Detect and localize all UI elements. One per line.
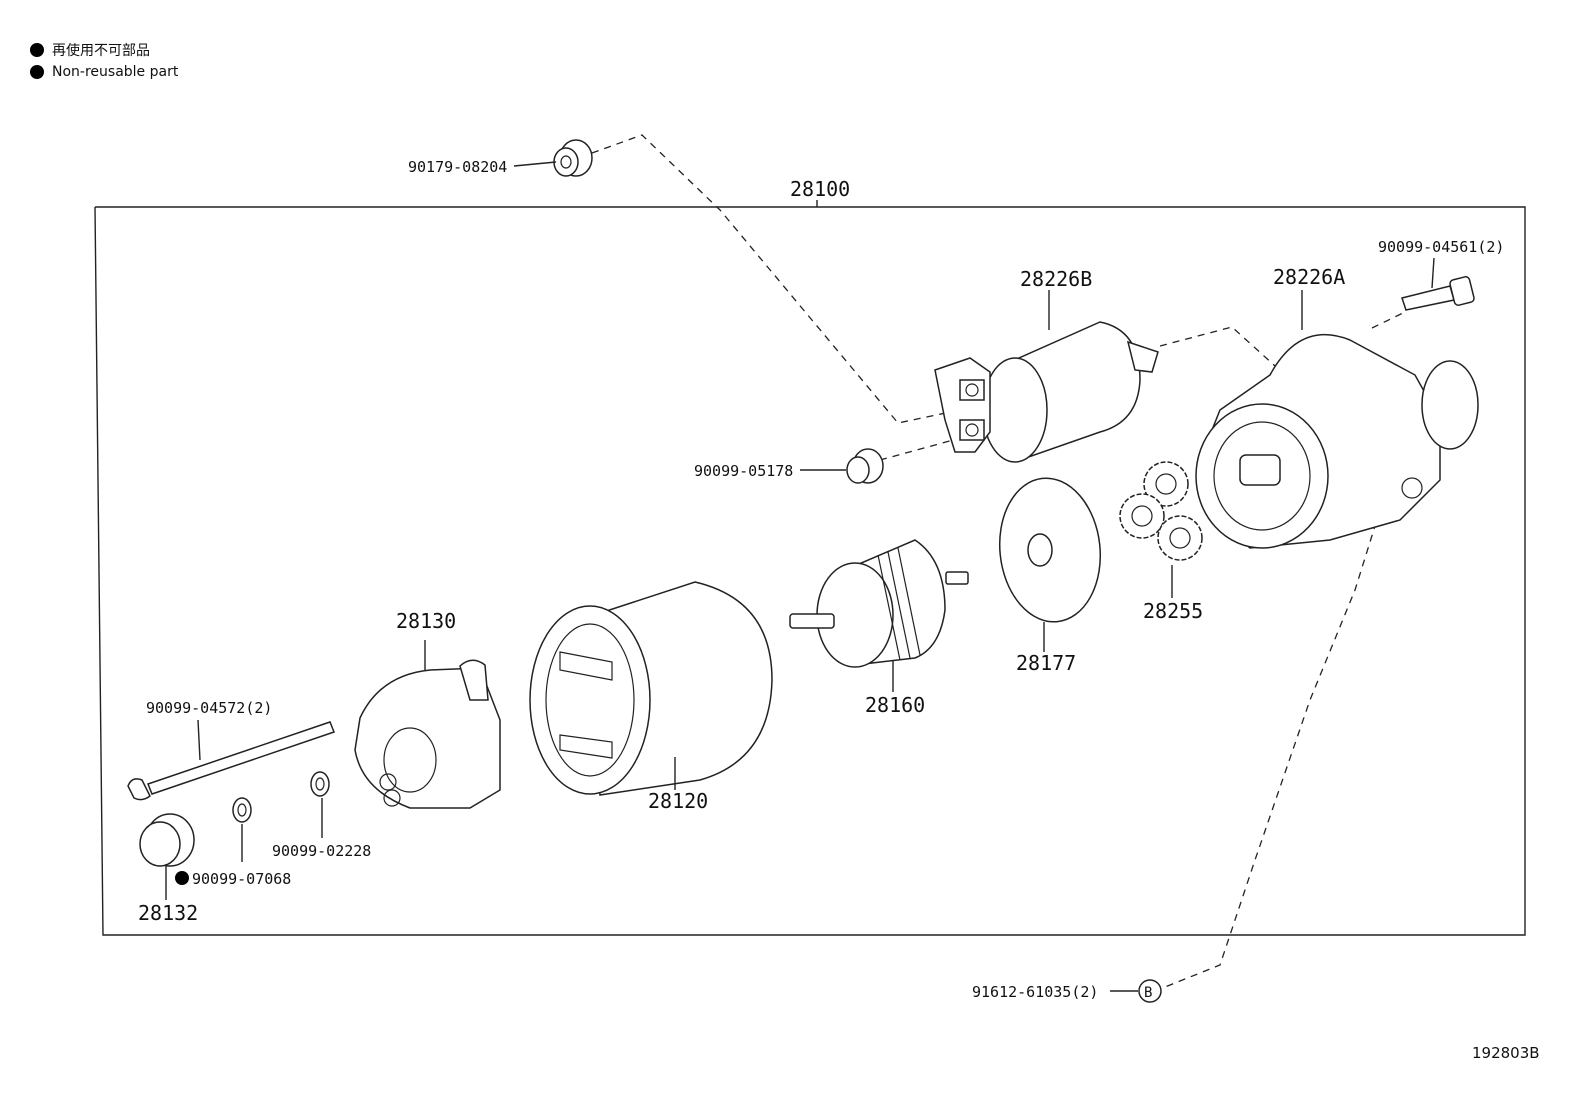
part-nut-90099-05178 <box>846 448 884 484</box>
dashed-line-nut-mid <box>879 435 969 461</box>
label-90099-02228: 90099-02228 <box>272 842 371 860</box>
label-90099-04561: 90099-04561(2) <box>1378 238 1504 256</box>
part-solenoid-28226B <box>934 321 1159 463</box>
dashed-line-nut-top <box>591 134 961 424</box>
legend-item-jp: 再使用不可部品 <box>30 40 150 60</box>
part-yoke-28120 <box>529 581 773 796</box>
part-ring-90099-07068 <box>232 797 252 823</box>
leader-90179-08204 <box>513 161 557 167</box>
label-28100: 28100 <box>790 177 850 201</box>
reference-circle-b <box>1138 979 1162 1003</box>
figure-id: 192803B <box>1472 1044 1540 1062</box>
part-nut-90179-08204 <box>553 139 593 177</box>
non-reusable-dot-icon <box>30 43 44 57</box>
label-90099-04572: 90099-04572(2) <box>146 699 272 717</box>
dashed-line-bolt-top <box>1371 311 1406 329</box>
part-housing-28226A <box>1195 333 1479 549</box>
label-90099-07068: 90099-07068 <box>192 870 291 888</box>
label-28226A: 28226A <box>1273 265 1345 289</box>
label-28177: 28177 <box>1016 651 1076 675</box>
part-plate-28177 <box>998 477 1102 623</box>
label-91612-61035: 91612-61035(2) <box>972 983 1098 1001</box>
label-90179-08204: 90179-08204 <box>408 158 507 176</box>
part-throughbolt-90099-04572 <box>127 721 335 801</box>
part-cap-28132 <box>139 813 195 867</box>
label-28132: 28132 <box>138 901 198 925</box>
assembly-frame <box>94 206 1526 936</box>
label-28130: 28130 <box>396 609 456 633</box>
label-28226B: 28226B <box>1020 267 1092 291</box>
part-washer-90099-02228 <box>310 771 330 797</box>
non-reusable-dot-icon <box>175 871 189 885</box>
part-gears-28255 <box>1119 461 1203 561</box>
reference-b-text: B <box>1144 985 1152 1001</box>
part-armature-28160 <box>789 539 969 668</box>
dashed-line-solenoid <box>1159 326 1286 376</box>
label-28160: 28160 <box>865 693 925 717</box>
leader-90099-04561 <box>1431 257 1435 289</box>
leader-90099-04572 <box>197 719 201 761</box>
label-28255: 28255 <box>1143 599 1203 623</box>
legend-text-en: Non-reusable part <box>52 64 179 80</box>
part-bolt-90099-04561 <box>1401 276 1475 311</box>
part-endframe-28130 <box>354 659 501 809</box>
label-90099-05178: 90099-05178 <box>694 462 793 480</box>
label-28120: 28120 <box>648 789 708 813</box>
legend-item-en: Non-reusable part <box>30 64 178 80</box>
legend-text-jp: 再使用不可部品 <box>52 43 150 59</box>
dashed-line-bolt-b <box>1164 509 1381 988</box>
non-reusable-dot-icon <box>30 65 44 79</box>
